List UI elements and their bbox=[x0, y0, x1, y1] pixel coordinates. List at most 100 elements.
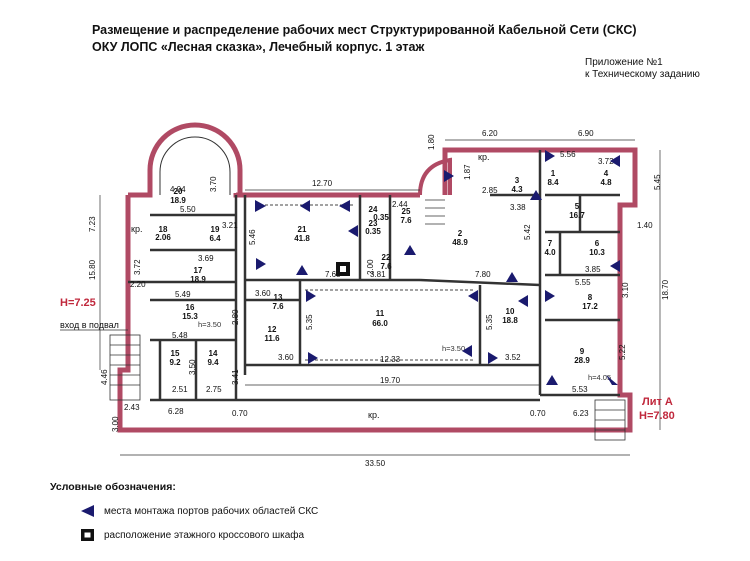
dim-text: 3.60 bbox=[255, 289, 271, 298]
room-3: 34.3 bbox=[511, 176, 523, 194]
svg-text:21: 21 bbox=[298, 225, 307, 234]
room-14: 149.4 bbox=[207, 349, 219, 367]
dim-text: 12.70 bbox=[312, 179, 333, 188]
svg-text:15.3: 15.3 bbox=[182, 312, 198, 321]
height-labels: h=3.50 h=3.50 h=4.05 bbox=[198, 320, 611, 382]
room-15: 159.2 bbox=[169, 349, 181, 367]
port-marker bbox=[339, 200, 350, 212]
svg-text:13: 13 bbox=[274, 293, 283, 302]
staircase-right bbox=[594, 399, 626, 441]
svg-text:10: 10 bbox=[506, 307, 515, 316]
room-5: 516.7 bbox=[569, 202, 585, 220]
svg-text:12: 12 bbox=[268, 325, 277, 334]
svg-text:41.8: 41.8 bbox=[294, 234, 310, 243]
dim-text: 5.55 bbox=[575, 278, 591, 287]
port-marker bbox=[255, 200, 266, 212]
dim-text: 7.65 bbox=[325, 270, 341, 279]
dim-text: 3.50 bbox=[188, 359, 197, 375]
dim-text: 15.80 bbox=[88, 259, 97, 280]
dim-text: 0.70 bbox=[530, 409, 546, 418]
staircase-center bbox=[425, 199, 445, 225]
svg-text:15: 15 bbox=[171, 349, 180, 358]
svg-text:7: 7 bbox=[548, 239, 553, 248]
room-13: 137.6 bbox=[272, 293, 284, 311]
elevation-right: H=7.80 bbox=[639, 410, 675, 422]
svg-text:7.6: 7.6 bbox=[380, 262, 392, 271]
dim-text: 18.70 bbox=[661, 279, 670, 300]
dim-text: 5.49 bbox=[175, 290, 191, 299]
svg-text:48.9: 48.9 bbox=[452, 238, 468, 247]
corridor-labels: кр. кр. кр. bbox=[131, 152, 489, 420]
svg-text:9.2: 9.2 bbox=[169, 358, 181, 367]
svg-text:7.6: 7.6 bbox=[400, 216, 412, 225]
dim-text: 5.48 bbox=[172, 331, 188, 340]
dim-text: 7.23 bbox=[88, 216, 97, 232]
svg-text:6.4: 6.4 bbox=[209, 234, 221, 243]
round-tower bbox=[147, 122, 243, 195]
dim-text: 5.35 bbox=[305, 314, 314, 330]
svg-text:24: 24 bbox=[369, 205, 378, 214]
lit-label: Лит А bbox=[642, 396, 673, 408]
port-marker bbox=[296, 265, 308, 275]
dim-text: 2.51 bbox=[172, 385, 188, 394]
svg-text:3: 3 bbox=[515, 176, 520, 185]
dim-text: 6.20 bbox=[482, 129, 498, 138]
dim-text: 1.40 bbox=[637, 221, 653, 230]
svg-text:18.9: 18.9 bbox=[190, 275, 206, 284]
svg-text:18.9: 18.9 bbox=[170, 196, 186, 205]
dim-text: 7.80 bbox=[475, 270, 491, 279]
dim-text: 5.35 bbox=[485, 314, 494, 330]
svg-text:0.35: 0.35 bbox=[373, 213, 389, 222]
dim-text: 6.90 bbox=[578, 129, 594, 138]
port-markers bbox=[255, 150, 620, 385]
dim-text: 2.75 bbox=[206, 385, 222, 394]
svg-text:9: 9 bbox=[580, 347, 585, 356]
svg-text:66.0: 66.0 bbox=[372, 319, 388, 328]
dim-text: 1.87 bbox=[463, 164, 472, 180]
svg-text:4: 4 bbox=[604, 169, 609, 178]
dim-text: 6.23 bbox=[573, 409, 589, 418]
room-4: 44.8 bbox=[600, 169, 612, 187]
port-marker bbox=[546, 375, 558, 385]
height-label: h=3.50 bbox=[198, 320, 221, 329]
room-1: 18.4 bbox=[547, 169, 559, 187]
dim-text: 3.60 bbox=[278, 353, 294, 362]
port-legend-icon bbox=[81, 505, 94, 517]
svg-text:19: 19 bbox=[211, 225, 220, 234]
svg-text:2.06: 2.06 bbox=[155, 233, 171, 242]
title-line-2: ОКУ ЛОПС «Лесная сказка», Лечебный корпу… bbox=[92, 40, 425, 54]
port-marker bbox=[348, 225, 358, 237]
dim-text: 2.20 bbox=[130, 280, 146, 289]
cabinet-legend-icon bbox=[81, 529, 94, 541]
port-marker bbox=[506, 272, 518, 282]
svg-text:11.6: 11.6 bbox=[264, 334, 280, 343]
svg-text:7.6: 7.6 bbox=[272, 302, 284, 311]
svg-text:10.3: 10.3 bbox=[589, 248, 605, 257]
dim-text: 2.43 bbox=[124, 403, 140, 412]
dim-text: 12.33 bbox=[380, 355, 401, 364]
title-line-1: Размещение и распределение рабочих мест … bbox=[92, 23, 637, 37]
legend-cabinet: расположение этажного кроссового шкафа bbox=[80, 528, 304, 542]
dim-text: 3.85 bbox=[585, 265, 601, 274]
corridor-label: кр. bbox=[131, 224, 142, 234]
svg-text:25: 25 bbox=[402, 207, 411, 216]
svg-text:18.8: 18.8 bbox=[502, 316, 518, 325]
appendix-note: Приложение №1 к Техническому заданию bbox=[585, 57, 700, 81]
dim-text: 2.00 bbox=[366, 259, 375, 275]
dim-text: 3.00 bbox=[111, 416, 120, 432]
svg-text:4.3: 4.3 bbox=[511, 185, 523, 194]
staircase-left bbox=[109, 334, 141, 401]
svg-text:18: 18 bbox=[159, 225, 168, 234]
corridor-label: кр. bbox=[368, 410, 379, 420]
dim-text: 3.21 bbox=[222, 221, 238, 230]
dim-text: 5.46 bbox=[248, 229, 257, 245]
corridor-label: кр. bbox=[478, 152, 489, 162]
svg-text:9.4: 9.4 bbox=[207, 358, 219, 367]
room-19: 196.4 bbox=[209, 225, 221, 243]
svg-text:8.4: 8.4 bbox=[547, 178, 559, 187]
